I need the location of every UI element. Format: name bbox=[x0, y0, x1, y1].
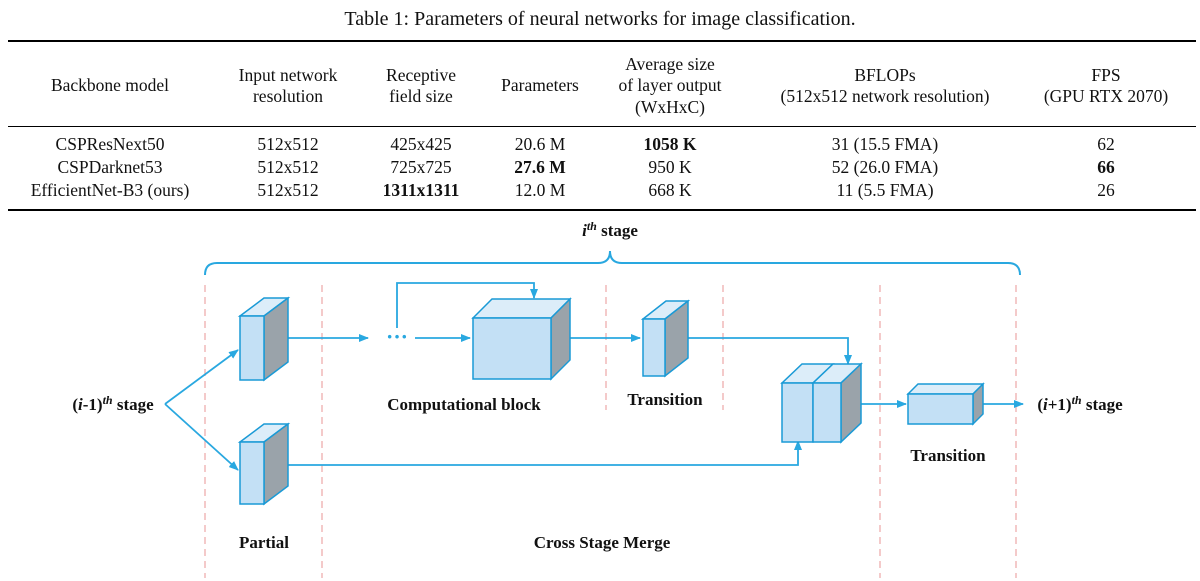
table-cell: 66 bbox=[1097, 157, 1115, 177]
table-cell: 31 (15.5 FMA) bbox=[831, 134, 939, 154]
split-arrow-top bbox=[164, 349, 239, 405]
table-cell: 950 K bbox=[648, 157, 692, 177]
box-front-face bbox=[781, 382, 814, 443]
transition-box-2 bbox=[906, 382, 985, 426]
box-top-face bbox=[906, 383, 985, 395]
table-header-line: BFLOPs bbox=[854, 64, 916, 85]
table-header-line: (512x512 network resolution) bbox=[780, 86, 990, 106]
table-header-line: Receptive bbox=[386, 64, 456, 85]
box-front-face bbox=[239, 441, 265, 505]
table-cell: 62 bbox=[1097, 134, 1115, 154]
partial-box-top bbox=[237, 296, 291, 382]
computational-block-label: Computational block bbox=[387, 395, 541, 414]
table-cell: 1311x1311 bbox=[382, 180, 460, 200]
input-stage-label: (i-1)th stage bbox=[72, 393, 154, 414]
table-top-rule bbox=[8, 40, 1196, 42]
table-header-cell: Backbone model bbox=[5, 52, 215, 120]
transition-label-2: Transition bbox=[910, 446, 986, 465]
table-header-line: field size bbox=[389, 86, 453, 106]
table-cell: 668 K bbox=[648, 180, 692, 200]
table-cell: 1058 K bbox=[643, 134, 697, 154]
table-cell: 512x512 bbox=[257, 157, 319, 177]
table-header-cell: BFLOPs(512x512 network resolution) bbox=[750, 52, 1020, 120]
table-header-cell: Parameters bbox=[485, 52, 595, 120]
table-header-rule bbox=[8, 126, 1196, 127]
table-cell: 512x512 bbox=[257, 180, 319, 200]
table-header-line: Average size bbox=[625, 53, 715, 74]
residual-loop-arrow bbox=[396, 282, 538, 328]
table-cell: 725x725 bbox=[390, 157, 452, 177]
table-cell: CSPResNext50 bbox=[55, 134, 165, 154]
transition-to-merge-arrow bbox=[688, 337, 852, 365]
box-front-face bbox=[642, 318, 666, 377]
table-header-line: Parameters bbox=[501, 75, 579, 96]
table-cell: 52 (26.0 FMA) bbox=[831, 157, 939, 177]
table-cell: 11 (5.5 FMA) bbox=[836, 180, 934, 200]
merge-box-right bbox=[811, 362, 863, 444]
stage-dividers bbox=[204, 285, 1017, 578]
output-stage-label: (i+1)th stage bbox=[1037, 393, 1123, 414]
transition-box-1 bbox=[640, 299, 691, 378]
stage-brace bbox=[204, 250, 1021, 276]
table-cell: 20.6 M bbox=[514, 134, 566, 154]
box-front-face bbox=[472, 317, 552, 380]
table-bottom-rule bbox=[8, 209, 1196, 211]
table-header-line: resolution bbox=[252, 86, 323, 106]
partial-box-bottom bbox=[237, 422, 291, 506]
box-front-face bbox=[239, 315, 265, 381]
computational-block-box bbox=[471, 297, 572, 381]
box-front-face bbox=[812, 382, 842, 443]
table-header-line: (WxHxC) bbox=[635, 96, 705, 117]
cross-stage-merge-label: Cross Stage Merge bbox=[534, 533, 671, 552]
table-header-line: Backbone model bbox=[50, 75, 170, 96]
ellipsis-dots: ··· bbox=[386, 324, 408, 349]
table-header-cell: FPS(GPU RTX 2070) bbox=[1021, 52, 1191, 120]
box-front-face bbox=[907, 393, 974, 425]
table-cell: CSPDarknet53 bbox=[57, 157, 163, 177]
table-cell: EfficientNet-B3 (ours) bbox=[30, 180, 190, 200]
split-arrow-bottom bbox=[164, 403, 239, 471]
table-caption: Table 1: Parameters of neural networks f… bbox=[344, 8, 856, 30]
stage-label: ith stage bbox=[582, 219, 638, 240]
partial-label: Partial bbox=[239, 533, 289, 552]
table-header-line: of layer output bbox=[618, 75, 722, 96]
table-cell: 425x425 bbox=[390, 134, 452, 154]
table-header-line: FPS bbox=[1091, 64, 1121, 85]
table-cell: 12.0 M bbox=[514, 180, 566, 200]
transition-label-1: Transition bbox=[627, 390, 703, 409]
table-cell: 26 bbox=[1097, 180, 1115, 200]
connectors bbox=[164, 282, 1024, 471]
partial-to-merge-arrow bbox=[288, 440, 802, 466]
table-cell: 27.6 M bbox=[514, 157, 566, 177]
table-header-line: Input network bbox=[238, 64, 338, 85]
table-cell: 512x512 bbox=[257, 134, 319, 154]
table-header-line: (GPU RTX 2070) bbox=[1043, 86, 1169, 106]
